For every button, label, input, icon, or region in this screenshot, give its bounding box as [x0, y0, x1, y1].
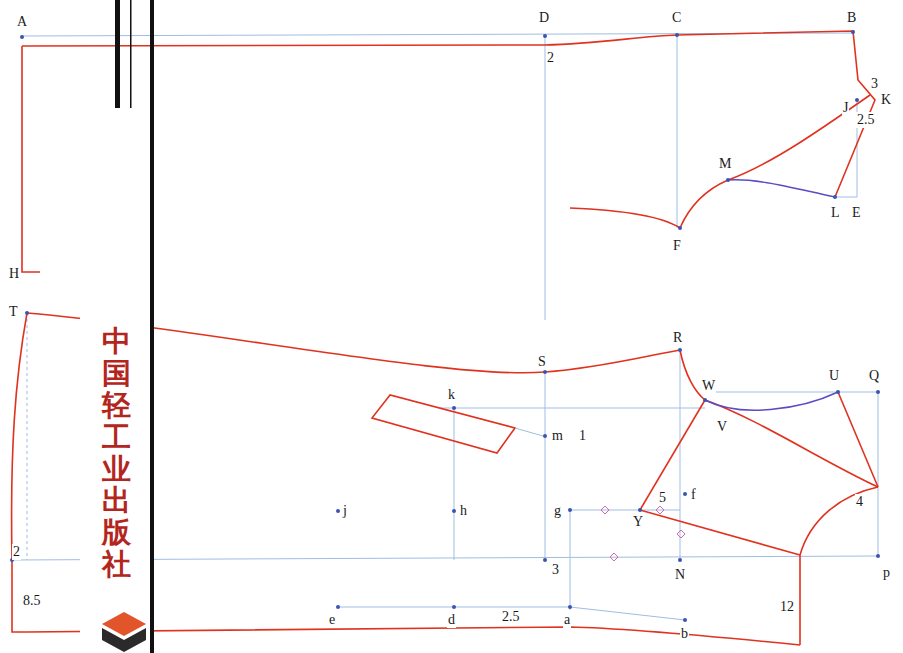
dimension-label: 3	[551, 562, 560, 578]
diamond-markers	[601, 506, 685, 561]
point-label: D	[538, 10, 550, 26]
point-label: T	[8, 304, 19, 320]
dimension-label: 5	[658, 490, 667, 506]
dimension-label: 4	[855, 494, 864, 510]
point-label: N	[674, 567, 686, 583]
point-label: e	[328, 612, 336, 628]
point-label: H	[8, 266, 20, 282]
point-label: j	[342, 503, 348, 519]
binding-bars	[80, 0, 154, 653]
dimension-label: 2.5	[501, 609, 521, 625]
point-label: b	[680, 626, 689, 642]
point-label: p	[882, 565, 891, 581]
dimension-label: 2	[12, 544, 21, 560]
point-label: F	[672, 238, 682, 254]
point-label: C	[671, 10, 682, 26]
dimension-label: 1	[578, 428, 587, 444]
point-label: m	[551, 428, 564, 444]
dimension-label: 12	[779, 599, 795, 615]
point-label: S	[537, 354, 547, 370]
dimension-label: 2.5	[856, 112, 876, 128]
point-label: U	[828, 368, 840, 384]
point-label: h	[459, 503, 468, 519]
point-label: d	[447, 612, 456, 628]
point-label: L	[830, 205, 841, 221]
dimension-label: 3	[870, 76, 879, 92]
point-label: K	[880, 92, 892, 108]
point-label: Q	[868, 368, 880, 384]
point-label: Y	[632, 514, 644, 530]
point-label: f	[690, 487, 697, 503]
point-label: J	[842, 100, 849, 116]
seam-curve	[705, 180, 838, 410]
point-label: R	[672, 330, 683, 346]
leader-line	[515, 428, 543, 436]
point-label: k	[447, 387, 456, 403]
dimension-label: 8.5	[22, 593, 42, 609]
point-label: E	[851, 205, 862, 221]
point-label: W	[701, 378, 716, 394]
dimension-label: 2	[546, 50, 555, 66]
watermark: 中国轻工业出版社	[102, 326, 131, 581]
point-label: g	[553, 503, 562, 519]
point-label: A	[16, 14, 28, 30]
point-label: V	[716, 419, 728, 435]
point-label: M	[718, 156, 732, 172]
point-label: a	[563, 612, 571, 628]
publisher-logo	[102, 612, 146, 652]
point-label: B	[846, 10, 857, 26]
